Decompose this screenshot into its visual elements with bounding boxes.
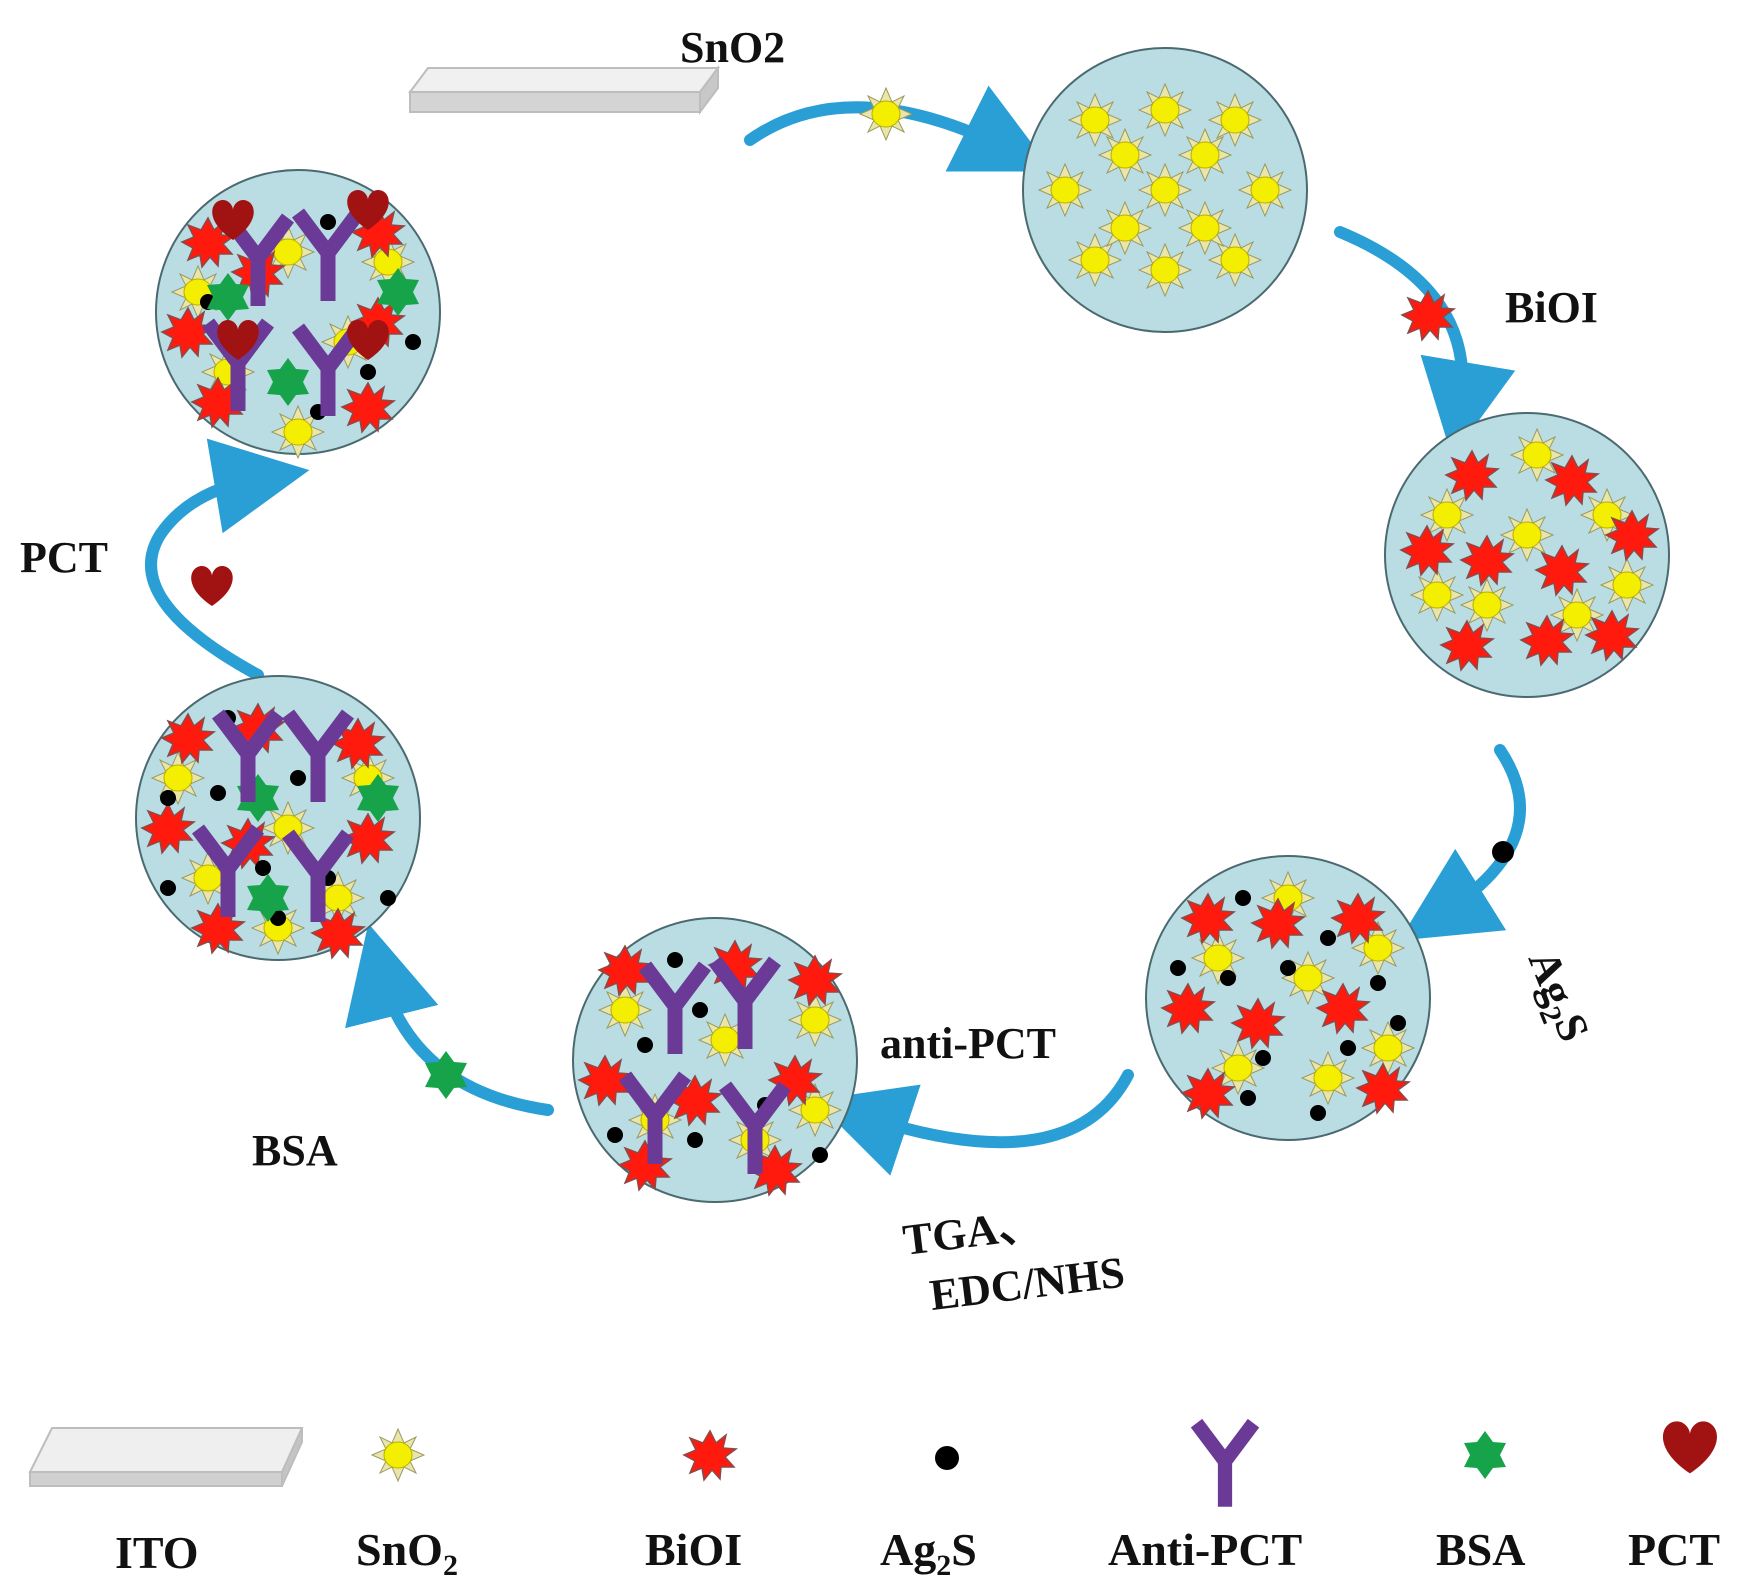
svg-text:TGA、: TGA、 <box>900 1199 1044 1265</box>
svg-text:SnO2: SnO2 <box>356 1524 458 1582</box>
arrow-ag2s-to-antipct <box>814 1069 1134 1176</box>
legend-bsa: BSA <box>1436 1431 1525 1575</box>
ito-slab <box>408 65 720 115</box>
pct-icon <box>1663 1421 1717 1474</box>
bioi-transfer-icon <box>1401 290 1455 341</box>
step-label-anti-pct: anti-PCT <box>880 1019 1056 1068</box>
legend-pct: PCT <box>1628 1421 1720 1575</box>
disk-bsa <box>135 675 421 961</box>
arrow-ito-to-sno2 <box>744 85 1053 172</box>
antibody-icon <box>1197 1423 1254 1507</box>
ag2s-icon <box>935 1446 959 1470</box>
step-label-pct: PCT <box>20 533 108 582</box>
arrow-bsa-to-pct <box>145 438 310 681</box>
disk-pct <box>155 169 441 459</box>
step-label-sno2: SnO2 <box>680 23 785 72</box>
svg-text:Anti-PCT: Anti-PCT <box>1108 1524 1302 1575</box>
step-label-bsa: BSA <box>252 1126 338 1175</box>
legend-ag2s: Ag2S <box>880 1446 977 1582</box>
legend-bioi: BiOI <box>645 1430 742 1575</box>
sno2-transfer-icon <box>859 87 913 141</box>
disk-sno2 <box>1022 47 1308 333</box>
step-label-bioi: BiOI <box>1505 283 1598 332</box>
svg-text:Ag2S: Ag2S <box>880 1524 977 1582</box>
disk-bioi <box>1384 412 1670 698</box>
step-label-tga-edc-nhs: TGA、 EDC/NHS <box>900 1199 1127 1320</box>
pct-transfer-icon <box>191 566 233 606</box>
svg-text:PCT: PCT <box>1628 1524 1720 1575</box>
arrow-antipct-to-bsa <box>345 923 554 1116</box>
svg-text:BSA: BSA <box>1436 1524 1525 1575</box>
step-label-ag2s: Ag2S <box>1512 943 1599 1050</box>
svg-text:Ag2S: Ag2S <box>1512 943 1599 1050</box>
legend-sno2: SnO2 <box>356 1428 458 1582</box>
disk-anti-pct <box>572 917 858 1203</box>
arrow-bioi-to-ag2s <box>1399 744 1526 941</box>
sno2-icon <box>371 1428 425 1482</box>
legend: ITO SnO2 BiOI Ag2S Anti-PCT BSA PCT <box>28 1421 1720 1582</box>
bsa-icon <box>1464 1431 1506 1479</box>
legend-ito: ITO <box>28 1427 304 1578</box>
disk-ag2s <box>1145 855 1431 1141</box>
ag2s-transfer-icon <box>1492 841 1514 863</box>
bioi-icon <box>683 1430 737 1481</box>
svg-text:BiOI: BiOI <box>645 1524 742 1575</box>
svg-text:ITO: ITO <box>115 1527 199 1578</box>
legend-anti-pct: Anti-PCT <box>1108 1423 1302 1575</box>
